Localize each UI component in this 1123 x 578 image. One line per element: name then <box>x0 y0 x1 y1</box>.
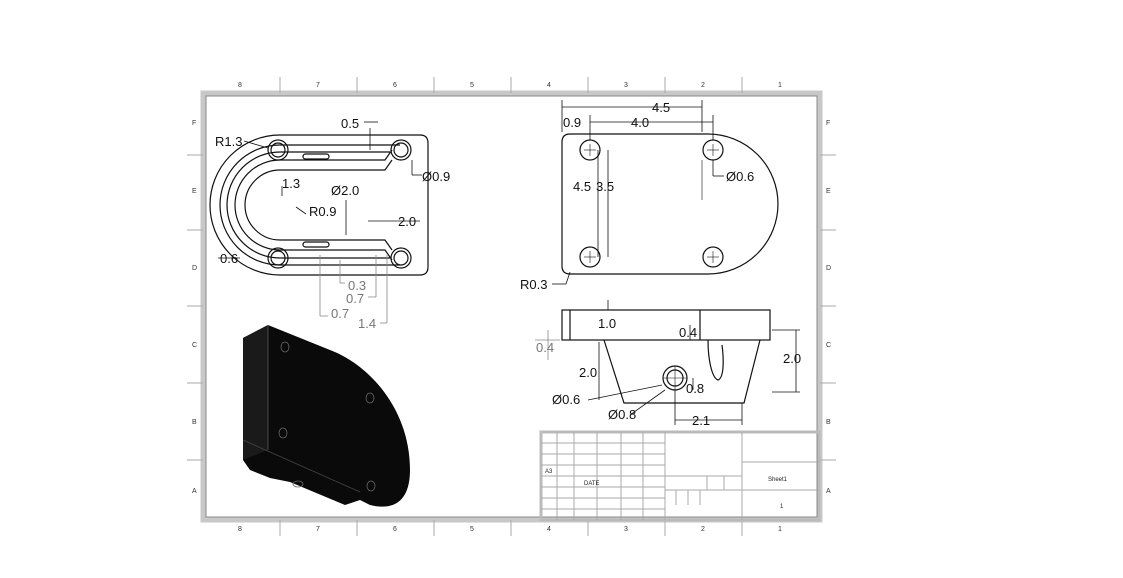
dim-width-2-1: 2.1 <box>692 413 710 428</box>
zone-col-label: 4 <box>547 82 551 89</box>
zone-col-label: 2 <box>701 526 705 533</box>
dim-len-2-0: 2.0 <box>398 214 416 229</box>
zone-col-label: 4 <box>547 526 551 533</box>
view-side-dims <box>587 300 800 425</box>
view-top-right <box>561 133 779 275</box>
isometric-view <box>242 325 410 507</box>
dim-hole-dia: Ø0.9 <box>422 169 450 184</box>
zone-row-label: B <box>192 419 197 426</box>
view-side <box>561 309 771 404</box>
zone-col-label: 3 <box>624 526 628 533</box>
dim-pitch-4-0: 4.0 <box>631 115 649 130</box>
zone-col-label: 5 <box>470 526 474 533</box>
dim-body-h: 2.0 <box>579 365 597 380</box>
zone-col-label: 7 <box>316 82 320 89</box>
zone-col-label: 1 <box>778 526 782 533</box>
zone-row-label: E <box>826 188 831 195</box>
dim-hole-dia-0-6: Ø0.6 <box>726 169 754 184</box>
dim-r-outer: R1.3 <box>215 134 242 149</box>
zone-col-label: 1 <box>778 82 782 89</box>
title-block-date-label: DATE <box>584 481 600 487</box>
title-block-size: A3 <box>545 469 553 475</box>
zone-col-label: 6 <box>393 526 397 533</box>
zone-col-label: 3 <box>624 82 628 89</box>
dim-overall-h: 2.0 <box>783 351 801 366</box>
zone-row-label: B <box>826 419 831 426</box>
zone-ticks <box>187 77 836 536</box>
zone-col-label: 6 <box>393 82 397 89</box>
dim-left-0-4: 0.4 <box>536 340 554 355</box>
zone-row-label: A <box>192 488 197 495</box>
view-top-right-dims <box>552 100 724 285</box>
dim-hole-large: Ø0.8 <box>608 407 636 422</box>
zone-col-label: 8 <box>238 82 242 89</box>
dim-0-7b: 0.7 <box>331 306 349 321</box>
zone-labels: 8 7 6 5 4 3 2 1 8 7 6 5 4 3 2 1 F E D C … <box>192 82 831 533</box>
zone-col-label: 2 <box>701 82 705 89</box>
zone-row-label: A <box>826 488 831 495</box>
dim-r-inner: R0.9 <box>309 204 336 219</box>
zone-row-label: F <box>826 120 830 127</box>
zone-row-label: C <box>192 342 197 349</box>
zone-row-label: D <box>826 265 831 272</box>
title-block-sheet-name: Sheet1 <box>768 477 788 483</box>
dim-height-4-5: 4.5 <box>573 179 591 194</box>
dim-corner-r: R0.3 <box>520 277 547 292</box>
dim-hole-small: Ø0.6 <box>552 392 580 407</box>
title-block <box>539 430 821 522</box>
zone-col-label: 8 <box>238 526 242 533</box>
view-top-left-dims-grey <box>319 255 388 324</box>
zone-col-label: 7 <box>316 526 320 533</box>
view-top-left-dims <box>218 121 422 259</box>
dim-step-0-4: 0.4 <box>679 325 697 340</box>
zone-col-label: 5 <box>470 82 474 89</box>
view-side-dims-grey <box>535 330 560 360</box>
dim-width-4-5: 4.5 <box>652 100 670 115</box>
zone-row-label: C <box>826 342 831 349</box>
dim-0-3: 0.3 <box>348 278 366 293</box>
zone-row-label: F <box>192 120 196 127</box>
view-top-left <box>209 134 429 276</box>
title-block-sheet-no: 1 <box>780 504 784 510</box>
dim-1-3: 1.3 <box>282 176 300 191</box>
dim-0-8: 0.8 <box>686 381 704 396</box>
dim-0-6: 0.6 <box>220 251 238 266</box>
dim-slot-width: 0.5 <box>341 116 359 131</box>
dim-offset-0-9: 0.9 <box>563 115 581 130</box>
zone-row-label: E <box>192 188 197 195</box>
dim-pitch-3-5: 3.5 <box>596 179 614 194</box>
dim-0-7a: 0.7 <box>346 291 364 306</box>
dim-1-4: 1.4 <box>358 316 376 331</box>
zone-row-label: D <box>192 265 197 272</box>
dim-plate-thk: 1.0 <box>598 316 616 331</box>
dim-bore-dia: Ø2.0 <box>331 183 359 198</box>
